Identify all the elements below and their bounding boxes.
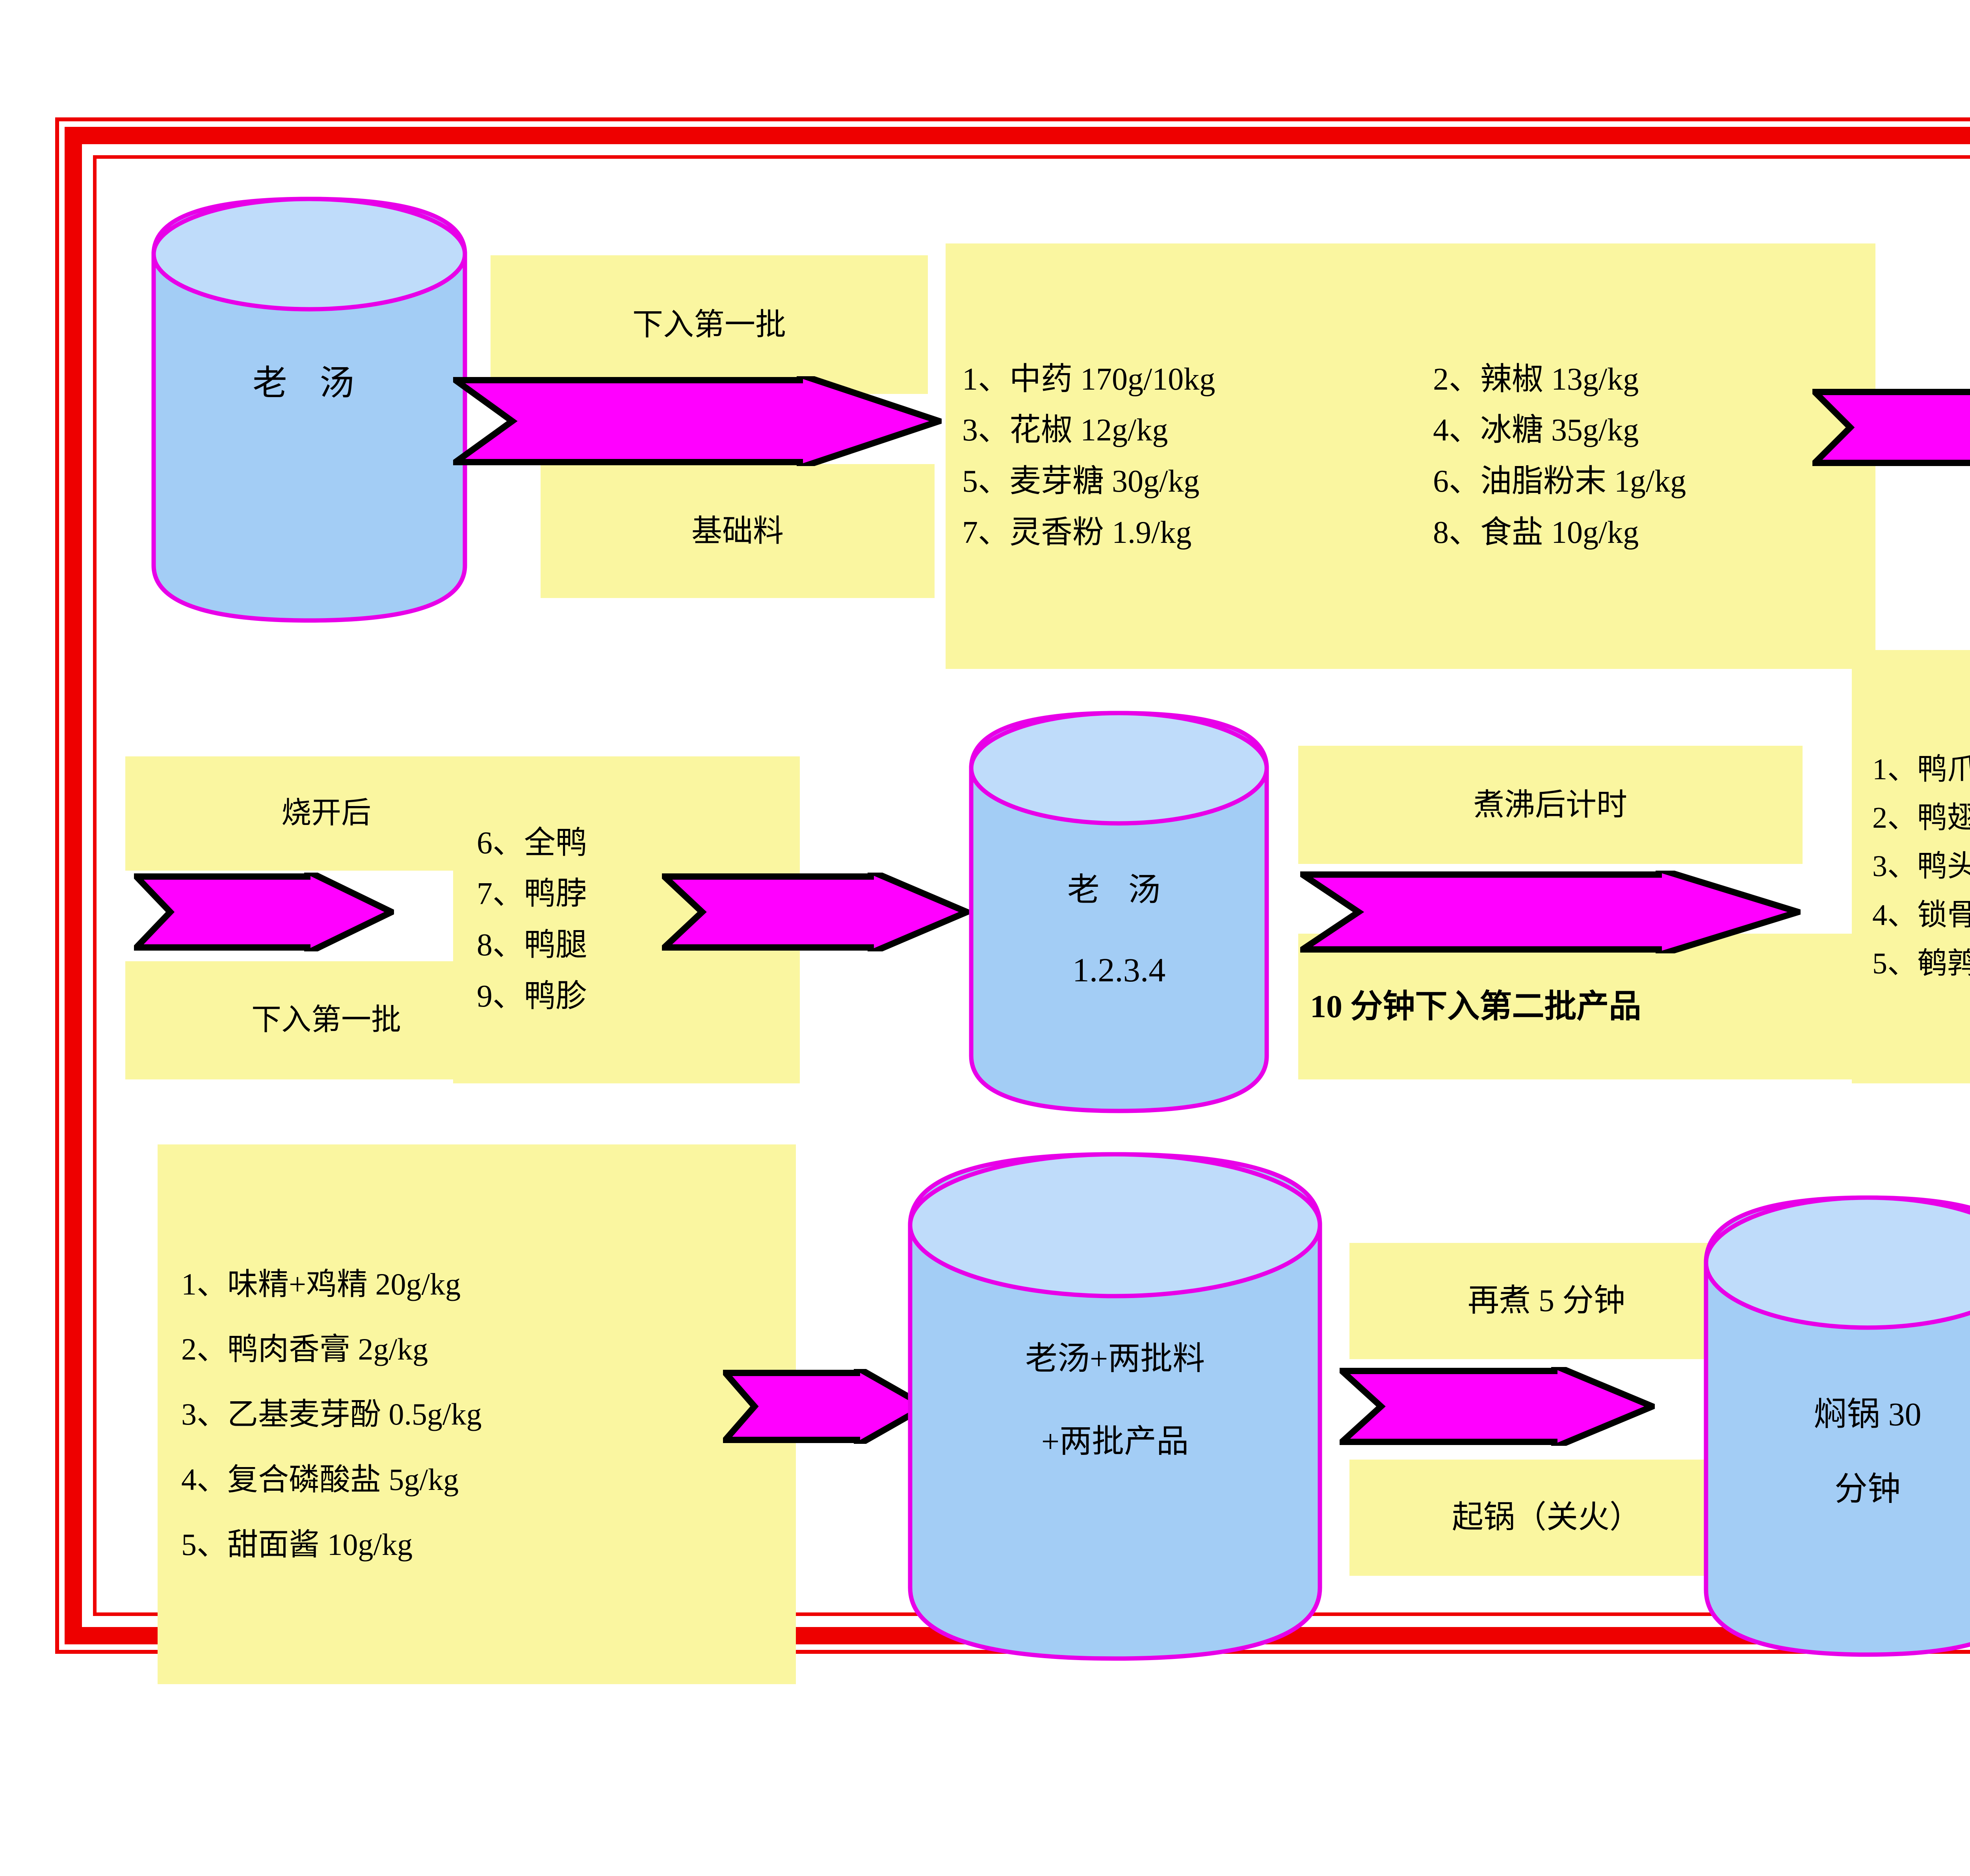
note-row2-timing-top: 煮沸后计时 [1298, 746, 1803, 864]
note-row2-second-batch-products: 1、鸭爪 2、鸭翅 3、鸭头 4、锁骨 5、鹌鹑 [1852, 650, 1970, 1083]
ingredient-line-3: 5、麦芽糖 30g/kg 6、油脂粉末 1g/kg [962, 456, 1686, 507]
cylinder-broth-1234-label: 老 汤 [1067, 872, 1171, 908]
note-row3-boil-bottom: 起锅（关火） [1349, 1460, 1743, 1576]
chevron-arrow-icon [453, 376, 942, 466]
cylinder-broth-mixture-line1: 老汤+两批料 [1025, 1341, 1205, 1376]
cylinder-source-broth: 老 汤 [150, 195, 469, 624]
ingredient-item-4: 4、冰糖 35g/kg [1433, 413, 1639, 448]
second-batch-item-4: 4、锁骨 [1872, 898, 1970, 932]
seasoning-item-1: 1、味精+鸡精 20g/kg [181, 1267, 461, 1301]
cylinder-simmer-pot: 焖锅 30 分钟 [1702, 1194, 1970, 1659]
arrow-row2-a [134, 873, 394, 951]
chevron-arrow-icon [1300, 871, 1801, 953]
chevron-arrow-icon [1812, 389, 1970, 466]
ingredient-item-1: 1、中药 170g/10kg [962, 362, 1215, 397]
note-row2-timing-bottom-text: 10 分钟下入第二批产品 [1310, 988, 1641, 1024]
seasoning-item-3: 3、乙基麦芽酚 0.5g/kg [181, 1397, 482, 1432]
chevron-arrow-icon [662, 873, 969, 951]
ingredient-line-4: 7、灵香粉 1.9/kg 8、食盐 10g/kg [962, 507, 1639, 559]
cylinder-broth-1234-line2: 1.2.3.4 [1072, 951, 1166, 989]
cylinder-simmer-pot-line2: 分钟 [1834, 1471, 1901, 1508]
note-row3-seasonings: 1、味精+鸡精 20g/kg 2、鸭肉香膏 2g/kg 3、乙基麦芽酚 0.5g… [158, 1144, 796, 1684]
ingredient-item-7: 7、灵香粉 1.9/kg [962, 515, 1192, 550]
note-row3-boil-top-text: 再煮 5 分钟 [1468, 1283, 1625, 1318]
cylinder-shape [908, 1152, 1322, 1661]
arrow-row1-a [453, 376, 942, 466]
arrow-row2-b [662, 873, 969, 951]
cylinder-broth-mixture: 老汤+两批料 +两批产品 [906, 1150, 1324, 1662]
note-row1-base-ingredients: 1、中药 170g/10kg 2、辣椒 13g/kg 3、花椒 12g/kg 4… [946, 243, 1875, 669]
note-row3-boil-bottom-text: 起锅（关火） [1452, 1500, 1641, 1535]
arrow-row3-b [1340, 1367, 1655, 1446]
note-row2-step-bottom-text: 下入第一批 [251, 1003, 401, 1037]
first-batch-item-1: 6、全鸭 [477, 825, 587, 860]
note-row1-step-bottom-text: 基础料 [691, 513, 784, 548]
ingredient-item-6: 6、油脂粉末 1g/kg [1433, 464, 1686, 499]
note-row3-boil-top: 再煮 5 分钟 [1349, 1243, 1743, 1359]
arrow-row2-c [1300, 871, 1801, 953]
seasoning-item-4: 4、复合磷酸盐 5g/kg [181, 1462, 459, 1497]
arrow-row3-a [723, 1369, 928, 1444]
cylinder-source-broth-label: 老 汤 [252, 364, 366, 403]
chevron-arrow-icon [1340, 1367, 1655, 1446]
ingredient-line-1: 1、中药 170g/10kg 2、辣椒 13g/kg [962, 354, 1639, 405]
second-batch-item-5: 5、鹌鹑 [1872, 947, 1970, 980]
second-batch-item-2: 2、鸭翅 [1872, 801, 1970, 835]
cylinder-shape [1704, 1195, 1970, 1657]
second-batch-item-3: 3、鸭头 [1872, 850, 1970, 883]
cylinder-shape [969, 711, 1269, 1113]
note-row2-timing-bottom: 10 分钟下入第二批产品 [1298, 934, 1881, 1079]
chevron-arrow-icon [723, 1369, 928, 1444]
chevron-arrow-icon [134, 873, 394, 951]
first-batch-item-3: 8、鸭腿 [477, 928, 587, 962]
cylinder-shape [151, 197, 467, 623]
ingredient-item-2: 2、辣椒 13g/kg [1433, 362, 1639, 397]
ingredient-line-2: 3、花椒 12g/kg 4、冰糖 35g/kg [962, 405, 1639, 456]
ingredient-item-8: 8、食盐 10g/kg [1433, 515, 1639, 550]
arrow-row1-b [1812, 388, 1970, 467]
first-batch-item-4: 9、鸭胗 [477, 979, 587, 1014]
first-batch-item-2: 7、鸭脖 [477, 877, 587, 912]
ingredient-item-3: 3、花椒 12g/kg [962, 413, 1168, 448]
note-row2-step-top-text: 烧开后 [281, 797, 371, 830]
note-row2-timing-top-text: 煮沸后计时 [1473, 787, 1627, 822]
seasoning-item-5: 5、甜面酱 10g/kg [181, 1527, 413, 1562]
cylinder-broth-1234: 老 汤 1.2.3.4 [967, 709, 1271, 1115]
cylinder-simmer-pot-line1: 焖锅 30 [1814, 1396, 1922, 1433]
note-row1-step-top: 下入第一批 [491, 255, 928, 394]
ingredient-item-5: 5、麦芽糖 30g/kg [962, 464, 1200, 499]
note-row1-step-top-text: 下入第一批 [632, 307, 786, 342]
second-batch-item-1: 1、鸭爪 [1872, 753, 1970, 786]
note-row1-step-bottom: 基础料 [541, 464, 935, 598]
seasoning-item-2: 2、鸭肉香膏 2g/kg [181, 1332, 428, 1366]
cylinder-broth-mixture-line2: +两批产品 [1041, 1423, 1189, 1459]
